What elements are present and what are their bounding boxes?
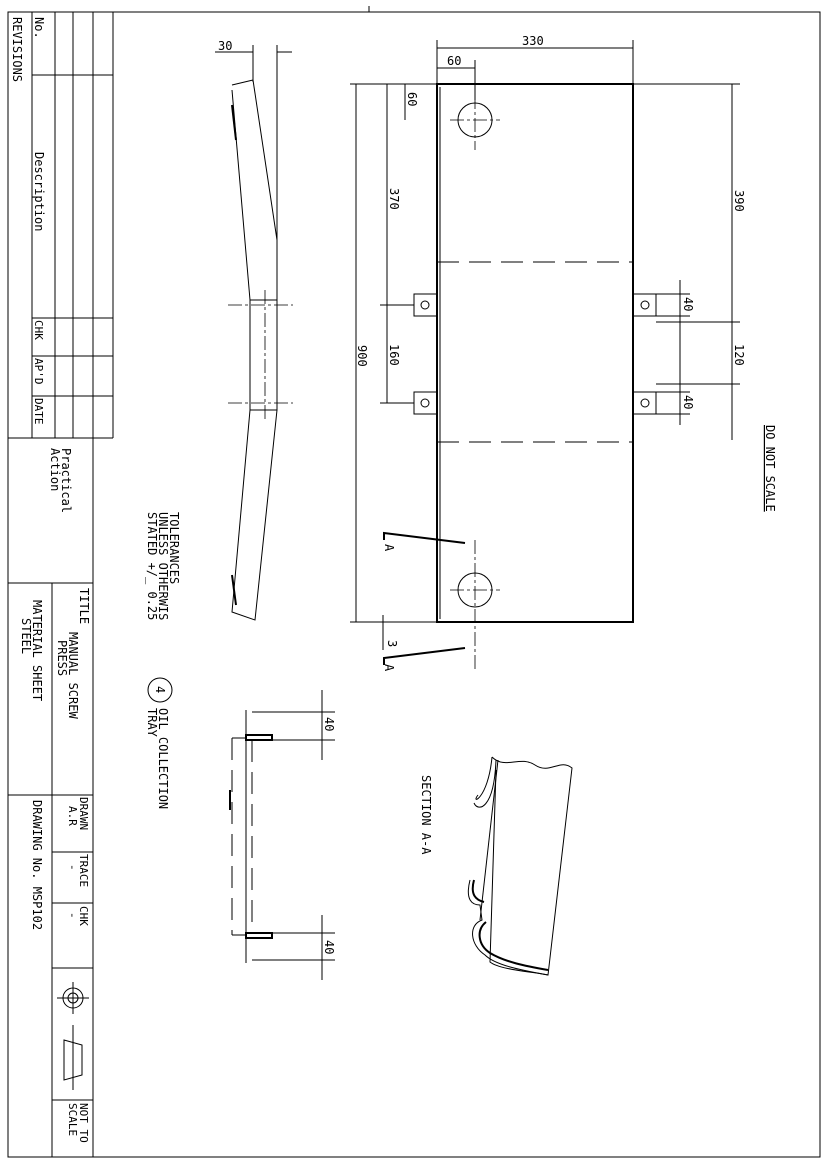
section-a-a-view	[467, 756, 573, 976]
end-view	[229, 690, 335, 980]
dimension-side-thickness: 30	[218, 39, 232, 53]
title-line2: PRESS	[55, 640, 69, 676]
section-mark-top: A	[382, 544, 396, 552]
trace-value: -	[66, 864, 79, 871]
dimension-bracket-width-1: 40	[681, 297, 695, 311]
title-label: TITLE	[77, 588, 91, 624]
tolerances-line3: STATED +/_ 0.25	[145, 512, 159, 620]
material-line2: STEEL	[19, 618, 33, 654]
drawn-value: A.R	[66, 806, 79, 826]
dimension-bottom-lip-2: 40	[322, 940, 336, 954]
revisions-heading: REVISIONS	[10, 17, 24, 82]
revisions-no-header: No.	[32, 17, 46, 39]
dimension-bottom-lip-1: 40	[322, 717, 336, 731]
dimension-bracket-width-2: 40	[681, 395, 695, 409]
plate-plan-view	[350, 40, 740, 670]
material-line1: MATERIAL SHEET	[30, 600, 44, 701]
company-name-line1: Practical	[59, 448, 73, 513]
dimension-overall-length: 900	[355, 345, 369, 367]
revisions-apd-header: AP'D	[32, 358, 45, 385]
tolerances-line1: TOLERANCES	[167, 512, 181, 584]
drawing-number: DRAWING No. MSP102	[30, 800, 44, 930]
part-name-line1: OIL COLLECTION	[156, 708, 170, 809]
tolerances-line2: UNLESS OTHERWIS	[156, 512, 170, 620]
dimension-right-to-bracket: 390	[732, 190, 746, 212]
dimension-hole-offset-y: 60	[405, 92, 419, 106]
trace-label: TRACE	[77, 854, 90, 887]
dimension-to-bracket: 370	[387, 188, 401, 210]
company-name-line2: Action	[48, 448, 62, 491]
part-name-line2: TRAY	[145, 708, 159, 738]
title-line1: MANUAL SCREW	[66, 632, 80, 719]
chk-label: CHK	[77, 906, 90, 926]
revisions-chk-header: CHK	[32, 320, 45, 340]
part-number: 4	[153, 686, 167, 693]
title-block: Practical Action TITLE MANUAL SCREW PRES…	[8, 448, 93, 1157]
drawn-label: DRAWN	[77, 797, 90, 830]
revisions-date-header: DATE	[32, 398, 45, 425]
dimension-hole-offset-x: 60	[447, 54, 461, 68]
part-number-circle	[147, 677, 173, 703]
chk-value: -	[66, 912, 79, 919]
do-not-scale-note: DO NOT SCALE	[763, 425, 777, 512]
projection-symbol-icon	[57, 982, 89, 1090]
side-view	[215, 45, 293, 621]
dimension-bracket-spacing-right: 120	[732, 344, 746, 366]
dimension-bracket-spacing-left: 160	[387, 344, 401, 366]
section-mark-bottom: A	[382, 664, 396, 672]
not-to-scale-line2: SCALE	[66, 1103, 79, 1136]
revisions-table: REVISIONS No. Description CHK AP'D DATE	[8, 12, 114, 1157]
drawing-border	[7, 11, 821, 1158]
revisions-description-header: Description	[32, 152, 46, 231]
section-label: SECTION A-A	[419, 775, 433, 855]
dimension-lip: 3	[385, 640, 399, 647]
not-to-scale-line1: NOT TO	[77, 1103, 90, 1143]
dimension-plate-width: 330	[522, 34, 544, 48]
